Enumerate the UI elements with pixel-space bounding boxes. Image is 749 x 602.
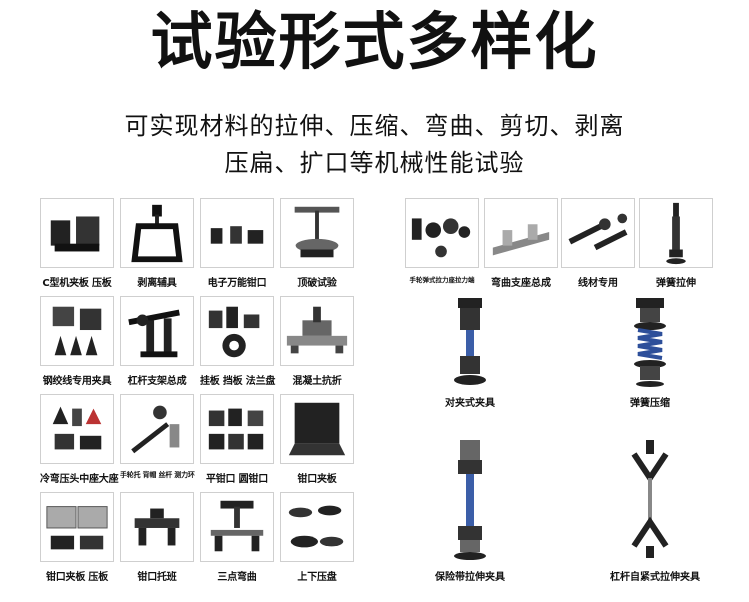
fixture-caption: 冷弯压头中座大座 xyxy=(40,474,119,485)
fixture-image xyxy=(200,394,274,464)
fixture-caption: 手轮弹式拉力座拉力端 xyxy=(409,276,475,284)
fixture-image xyxy=(40,492,114,562)
fixture-caption: C型机夹板 压板 xyxy=(42,278,112,289)
fixture-caption: 平钳口 圆钳口 xyxy=(205,474,269,485)
right-fixture-card: 手轮弹式拉力座拉力端 xyxy=(405,198,479,284)
fixture-caption: 弹簧拉伸 xyxy=(656,278,696,289)
fixture-caption: 弹簧压缩 xyxy=(630,398,670,409)
fixture-image xyxy=(120,394,194,464)
fixture-caption: 对夹式夹具 xyxy=(445,398,495,409)
fixture-caption: 钳口夹板 压板 xyxy=(45,572,109,583)
fixture-image xyxy=(280,198,354,268)
fixture-image xyxy=(639,198,713,268)
fixture-caption: 挂板 挡板 法兰盘 xyxy=(200,376,276,387)
fixture-caption: 弯曲支座总成 xyxy=(491,278,551,289)
fixture-image xyxy=(631,440,669,558)
big-fixture-card: 对夹式夹具 xyxy=(430,296,510,409)
fixture-card: 电子万能钳口 xyxy=(200,198,274,289)
right-fixture-card: 弯曲支座总成 xyxy=(484,198,558,289)
fixture-caption: 杠杆支架总成 xyxy=(127,376,187,387)
fixture-card: 冷弯压头中座大座 xyxy=(40,394,119,485)
fixture-card: C型机夹板 压板 xyxy=(40,198,114,289)
fixture-image xyxy=(120,492,194,562)
page-title: 试验形式多样化 xyxy=(150,5,599,78)
subtitle-line-2: 压扁、扩口等机械性能试验 xyxy=(224,149,525,177)
fixture-card: 剥离辅具 xyxy=(120,198,194,289)
fixture-image xyxy=(280,492,354,562)
fixture-card: 平钳口 圆钳口 xyxy=(200,394,274,485)
fixture-caption: 上下压盘 xyxy=(297,572,337,583)
fixture-card: 手轮托 背帽 丝杆 测力环 xyxy=(120,394,195,480)
fixture-image xyxy=(200,296,274,366)
fixture-caption: 顶破试验 xyxy=(297,278,337,289)
fixture-caption: 三点弯曲 xyxy=(217,572,257,583)
right-fixture-card: 弹簧拉伸 xyxy=(639,198,713,289)
fixture-image xyxy=(280,394,354,464)
fixture-image xyxy=(120,198,194,268)
fixture-card: 钳口托班 xyxy=(120,492,194,583)
fixture-image xyxy=(454,440,486,560)
fixture-caption: 钳口托班 xyxy=(137,572,177,583)
fixture-caption: 保险带拉伸夹具 xyxy=(435,572,505,583)
fixture-image xyxy=(40,198,114,268)
fixture-card: 钢绞线专用夹具 xyxy=(40,296,114,387)
fixture-caption: 混凝土抗折 xyxy=(292,376,342,387)
fixture-image xyxy=(40,394,114,464)
fixture-card: 钳口夹板 xyxy=(280,394,354,485)
fixture-card: 上下压盘 xyxy=(280,492,354,583)
fixture-image xyxy=(634,298,666,387)
subtitle-line-1: 可实现材料的拉伸、压缩、弯曲、剪切、剥离 xyxy=(124,112,625,140)
fixture-card: 杠杆支架总成 xyxy=(120,296,194,387)
big-fixture-card: 弹簧压缩 xyxy=(610,296,690,409)
fixture-image xyxy=(280,296,354,366)
fixture-card: 三点弯曲 xyxy=(200,492,274,583)
fixture-image xyxy=(200,492,274,562)
fixture-image xyxy=(561,198,635,268)
fixture-caption: 钳口夹板 xyxy=(297,474,337,485)
fixture-image xyxy=(120,296,194,366)
fixture-image xyxy=(200,198,274,268)
fixture-card: 挂板 挡板 法兰盘 xyxy=(200,296,276,387)
fixture-image xyxy=(40,296,114,366)
fixture-card: 混凝土抗折 xyxy=(280,296,354,387)
fixture-card: 顶破试验 xyxy=(280,198,354,289)
fixture-image xyxy=(484,198,558,268)
fixture-caption: 线材专用 xyxy=(578,278,618,289)
fixture-caption: 电子万能钳口 xyxy=(207,278,267,289)
fixture-card: 钳口夹板 压板 xyxy=(40,492,114,583)
fixture-image xyxy=(454,298,486,385)
fixture-image xyxy=(405,198,479,268)
fixture-caption: 杠杆自紧式拉伸夹具 xyxy=(610,572,700,583)
right-fixture-card: 线材专用 xyxy=(561,198,635,289)
fixture-caption: 钢绞线专用夹具 xyxy=(42,376,112,387)
big-fixture-card: 杠杆自紧式拉伸夹具 xyxy=(610,438,700,583)
fixture-caption: 手轮托 背帽 丝杆 测力环 xyxy=(120,471,195,479)
big-fixture-card: 保险带拉伸夹具 xyxy=(430,438,510,583)
fixture-caption: 剥离辅具 xyxy=(137,278,177,289)
